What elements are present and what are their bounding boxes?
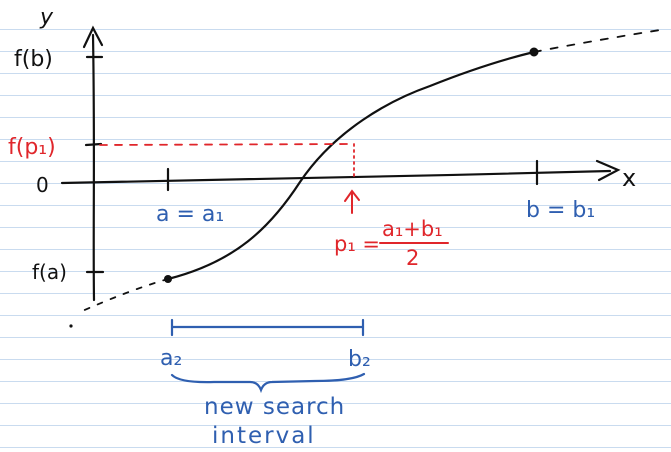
x-axis-line bbox=[60, 169, 612, 185]
p1-up-arrow bbox=[344, 189, 360, 214]
f-p1-tick bbox=[84, 142, 103, 147]
stray-dot bbox=[69, 324, 73, 328]
underbrace bbox=[170, 372, 366, 394]
x-axis-arrowhead bbox=[595, 159, 621, 182]
y-axis-label: y bbox=[39, 5, 54, 30]
x-axis bbox=[60, 159, 621, 192]
curve-dashed-left bbox=[79, 278, 169, 313]
curve-solid bbox=[166, 50, 536, 281]
midpoint-guides bbox=[99, 143, 449, 244]
b-equals-b1-label: b = b₁ bbox=[526, 198, 595, 223]
function-curve bbox=[69, 29, 661, 328]
point-b bbox=[529, 47, 539, 57]
b2-label: b₂ bbox=[348, 347, 371, 372]
y-axis-arrowhead bbox=[82, 25, 104, 49]
p1-denominator: 2 bbox=[406, 246, 419, 270]
f-p1-dashed-line bbox=[99, 143, 355, 146]
f-p1-label: f(p₁) bbox=[8, 135, 56, 160]
y-axis bbox=[82, 25, 105, 302]
a2-label: a₂ bbox=[160, 346, 182, 371]
x-axis-label: x bbox=[622, 164, 636, 192]
caption-line2: interval bbox=[212, 423, 316, 449]
a-equals-a1-label: a = a₁ bbox=[156, 202, 224, 227]
caption-line1: new search bbox=[204, 394, 345, 420]
y-axis-line bbox=[91, 33, 96, 302]
curve-dashed-right bbox=[533, 29, 661, 53]
f-of-b-label: f(b) bbox=[14, 47, 53, 72]
p1-numerator: a₁+b₁ bbox=[382, 217, 443, 241]
new-interval-bracket bbox=[170, 318, 366, 394]
f-of-a-label: f(a) bbox=[32, 260, 67, 284]
zero-label: 0 bbox=[36, 173, 49, 197]
p1-lhs: p₁ = bbox=[334, 232, 380, 256]
point-a bbox=[164, 275, 172, 283]
